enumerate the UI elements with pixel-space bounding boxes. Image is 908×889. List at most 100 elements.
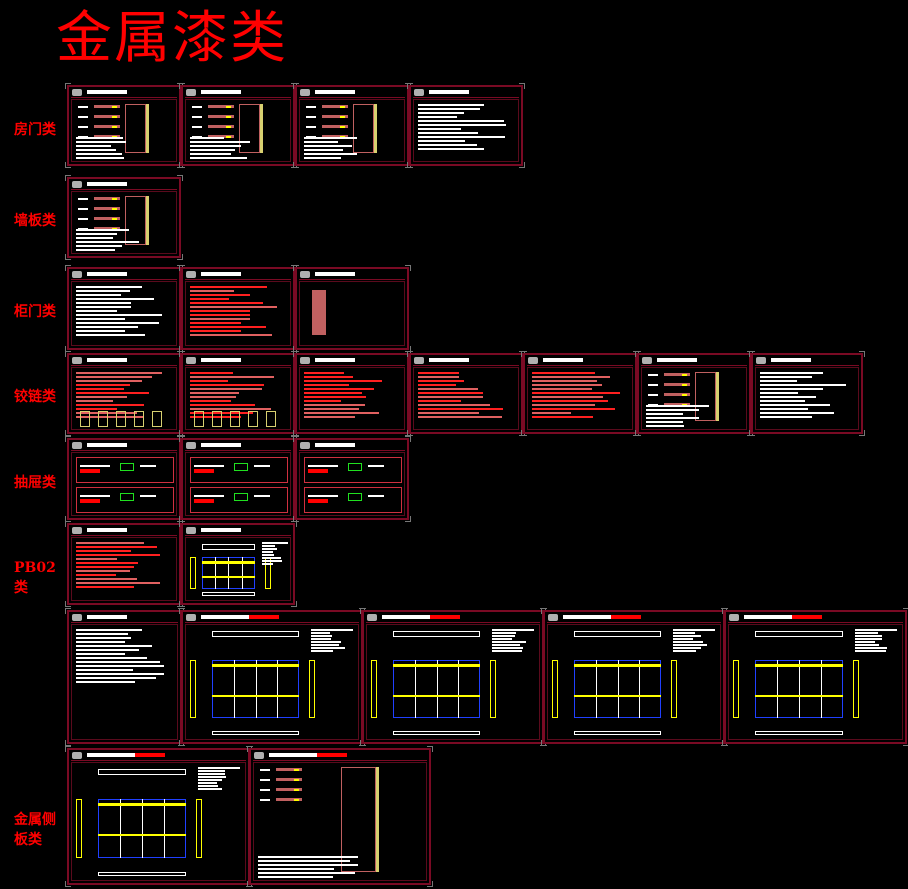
sheet-corner-mark [405, 265, 411, 271]
section-outline [125, 104, 147, 153]
drawing-sheet[interactable] [407, 83, 525, 168]
sheet-corner-mark [859, 351, 865, 357]
drawer-box [304, 457, 402, 483]
drawing-mark [648, 374, 658, 376]
sheet-corner-mark [722, 740, 728, 746]
side-section [76, 798, 82, 859]
drawing-sheet[interactable] [65, 265, 183, 352]
side-section [733, 659, 739, 718]
drawing-sheet[interactable] [293, 436, 411, 522]
drawing-mark [76, 149, 116, 151]
sheet-title-block [771, 358, 811, 362]
company-logo-icon [528, 357, 538, 364]
drawing-mark [755, 663, 843, 667]
drawing-sheet[interactable] [65, 746, 252, 887]
drawing-mark [76, 249, 116, 251]
drawing-mark [212, 663, 300, 667]
drawing-mark [80, 495, 110, 497]
drawing-mark [308, 465, 338, 467]
drawing-mark [78, 126, 88, 128]
drawing-sheet[interactable] [179, 265, 297, 352]
drawing-sheet[interactable] [293, 351, 411, 436]
drawing-mark [194, 465, 224, 467]
drawing-sheet[interactable] [360, 608, 546, 746]
sheet-corner-mark [247, 881, 253, 887]
drawing-mark [76, 653, 125, 655]
sheet-frame [413, 367, 519, 430]
drawing-mark [418, 416, 502, 418]
drawing-sheet[interactable] [65, 83, 183, 168]
elevation-top [755, 631, 843, 637]
sheet-title-bar [71, 271, 177, 280]
elevation-top [212, 631, 300, 637]
drawing-sheet[interactable] [293, 265, 411, 352]
drawing-mark [418, 140, 465, 142]
drawing-sheet[interactable] [65, 521, 183, 607]
drawing-mark [142, 798, 143, 859]
sheet-title-bar [299, 442, 405, 451]
drawing-mark [76, 661, 160, 663]
elevation-bottom [201, 592, 255, 596]
company-logo-icon [254, 752, 264, 759]
sheet-corner-mark [65, 162, 71, 168]
sheet-corner-mark [179, 83, 185, 89]
drawing-mark [532, 412, 571, 414]
side-section [190, 659, 196, 718]
drawing-mark [76, 673, 164, 675]
drawing-mark [234, 493, 248, 501]
drawing-mark [532, 404, 595, 406]
drawing-sheet[interactable] [65, 608, 184, 746]
drawing-sheet[interactable] [179, 436, 297, 522]
drawing-mark [146, 104, 150, 153]
drawing-sheet[interactable] [179, 351, 297, 436]
sheet-frame [641, 367, 747, 430]
sheet-title-bar [71, 614, 178, 623]
drawing-sheet[interactable] [247, 746, 433, 887]
drawing-sheet[interactable] [635, 351, 753, 436]
drawing-mark [208, 105, 234, 108]
elevation-top [201, 544, 255, 550]
company-logo-icon [414, 89, 424, 96]
side-section [671, 659, 678, 718]
drawing-mark [306, 116, 316, 118]
drawing-mark [76, 637, 131, 639]
drawing-mark [673, 650, 697, 652]
drawing-mark [215, 557, 217, 590]
drawing-mark [262, 545, 276, 547]
sheet-frame [366, 624, 540, 740]
drawing-sheet[interactable] [179, 83, 297, 168]
company-logo-icon [300, 271, 310, 278]
drawing-sheet[interactable] [749, 351, 865, 436]
drawing-mark [304, 400, 341, 402]
sheet-corner-mark [541, 740, 547, 746]
drawing-sheet[interactable] [722, 608, 908, 746]
drawing-mark [212, 411, 222, 427]
drawing-sheet[interactable] [179, 521, 297, 607]
sheet-title-block [201, 90, 241, 94]
drawing-mark [311, 632, 331, 634]
drawing-sheet[interactable] [179, 608, 365, 746]
drawing-mark [532, 400, 608, 402]
drawing-mark [294, 789, 299, 791]
drawing-sheet[interactable] [65, 436, 183, 522]
drawing-mark [682, 384, 687, 386]
company-logo-icon [72, 271, 82, 278]
drawing-sheet[interactable] [65, 351, 183, 436]
drawing-mark [76, 245, 122, 247]
drawing-mark [368, 495, 384, 497]
drawing-mark [294, 769, 299, 771]
sheet-corner-mark [291, 521, 297, 527]
sheet-corner-mark [407, 430, 413, 436]
drawing-mark [418, 380, 464, 382]
sheet-frame [185, 99, 291, 162]
drawing-sheet[interactable] [541, 608, 727, 746]
drawing-mark [418, 376, 459, 378]
drawing-sheet[interactable] [293, 83, 411, 168]
drawing-sheet[interactable] [521, 351, 639, 436]
drawing-mark [418, 108, 480, 110]
drawing-sheet[interactable] [65, 175, 183, 260]
drawing-mark [76, 562, 138, 564]
drawing-sheet[interactable] [407, 351, 525, 436]
drawing-mark [304, 149, 344, 151]
section-outline [125, 196, 147, 245]
